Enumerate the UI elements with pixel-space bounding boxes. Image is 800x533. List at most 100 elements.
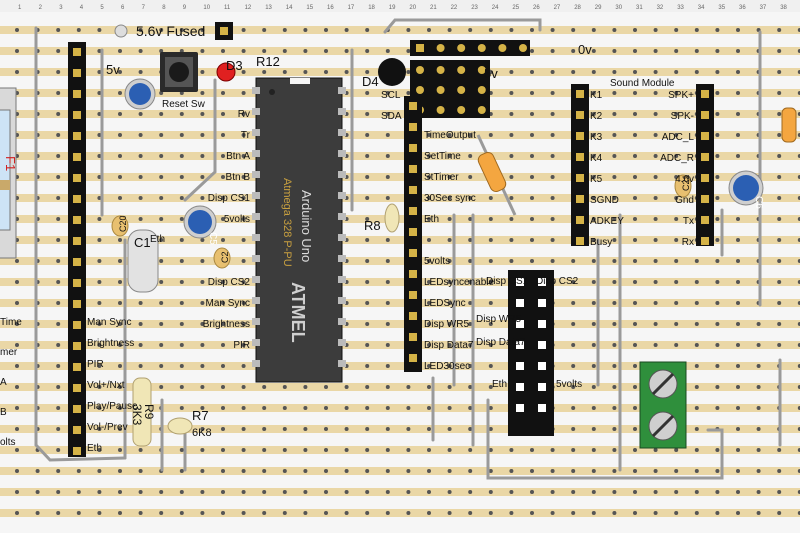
hole — [468, 196, 473, 200]
header-pin — [73, 174, 81, 182]
hole — [138, 511, 143, 515]
ic-pin — [338, 276, 346, 283]
ruler-number: 12 — [245, 5, 252, 11]
hole — [262, 427, 267, 431]
hole — [653, 91, 658, 95]
ruler-number: 3 — [59, 5, 63, 11]
hole — [365, 427, 370, 431]
hole — [571, 406, 576, 410]
hole — [179, 259, 184, 263]
hole — [221, 427, 225, 431]
hole — [674, 469, 679, 473]
hole — [736, 217, 740, 221]
hole — [159, 490, 164, 494]
hole — [365, 469, 370, 473]
hole — [365, 217, 370, 221]
pin-label: LED30sec — [424, 361, 470, 372]
pin-label: Eth — [492, 379, 507, 390]
hole — [365, 196, 370, 200]
hole — [97, 406, 102, 410]
hole — [797, 427, 800, 431]
hole — [179, 490, 184, 494]
hole — [221, 238, 225, 242]
led-d3 — [216, 62, 236, 82]
hole — [447, 406, 452, 410]
hole — [715, 364, 720, 368]
hole — [571, 280, 576, 284]
header-pin — [538, 341, 546, 349]
hole — [777, 133, 782, 137]
hole — [344, 427, 349, 431]
hole — [200, 322, 205, 326]
hole — [509, 112, 514, 116]
hole — [633, 301, 637, 305]
ruler-number: 16 — [327, 5, 334, 11]
r12-label: R12 — [256, 54, 280, 69]
hole — [447, 448, 452, 452]
hole — [797, 217, 800, 221]
hole — [241, 448, 246, 452]
hole — [35, 490, 40, 494]
hole — [715, 49, 720, 53]
ic-pin — [338, 255, 346, 262]
hole — [282, 70, 287, 74]
ruler-number: 24 — [492, 5, 499, 11]
hole — [282, 28, 287, 32]
hole — [159, 217, 164, 221]
hole — [447, 175, 452, 179]
ic-pin — [338, 171, 346, 178]
hole — [797, 154, 800, 158]
ic-pin — [252, 213, 260, 220]
hole — [509, 70, 514, 74]
hole — [241, 196, 246, 200]
hole — [385, 322, 390, 326]
hole — [159, 196, 164, 200]
hole — [550, 112, 555, 116]
hole — [694, 511, 699, 515]
hole — [468, 511, 473, 515]
hole — [612, 469, 617, 473]
pin-label: Tx — [683, 216, 694, 227]
hole — [159, 259, 164, 263]
hole — [365, 238, 370, 242]
page-title: 5.6v Fused — [136, 23, 205, 39]
sound-module-label: Sound Module — [610, 78, 675, 89]
pin-label: Disp CS2 — [208, 277, 251, 288]
hole — [653, 322, 658, 326]
ruler-number: 32 — [657, 5, 664, 11]
hole — [427, 511, 431, 515]
header-pin — [498, 44, 507, 52]
hole — [241, 385, 246, 389]
sound-right-header — [696, 84, 714, 246]
hole — [159, 343, 164, 347]
hole — [633, 259, 637, 263]
hole — [56, 91, 61, 95]
copper-strip — [0, 341, 800, 349]
hole — [282, 385, 287, 389]
hole — [56, 469, 61, 473]
hole — [591, 490, 596, 494]
hole — [736, 238, 740, 242]
hole — [736, 322, 740, 326]
hole — [694, 364, 699, 368]
hole — [777, 259, 782, 263]
hole — [653, 238, 658, 242]
hole — [159, 280, 164, 284]
hole — [715, 511, 720, 515]
ic-pins — [252, 87, 346, 367]
copper-strip — [0, 236, 800, 244]
hole — [488, 259, 493, 263]
hole — [262, 406, 267, 410]
hole — [427, 196, 431, 200]
hole — [97, 511, 102, 515]
ruler-number: 14 — [286, 5, 293, 11]
hole — [365, 112, 370, 116]
hole — [736, 28, 740, 32]
hole — [15, 28, 19, 32]
hole — [324, 448, 328, 452]
hole — [118, 280, 122, 284]
ic-pin — [252, 171, 260, 178]
hole — [221, 154, 225, 158]
hole — [736, 70, 740, 74]
